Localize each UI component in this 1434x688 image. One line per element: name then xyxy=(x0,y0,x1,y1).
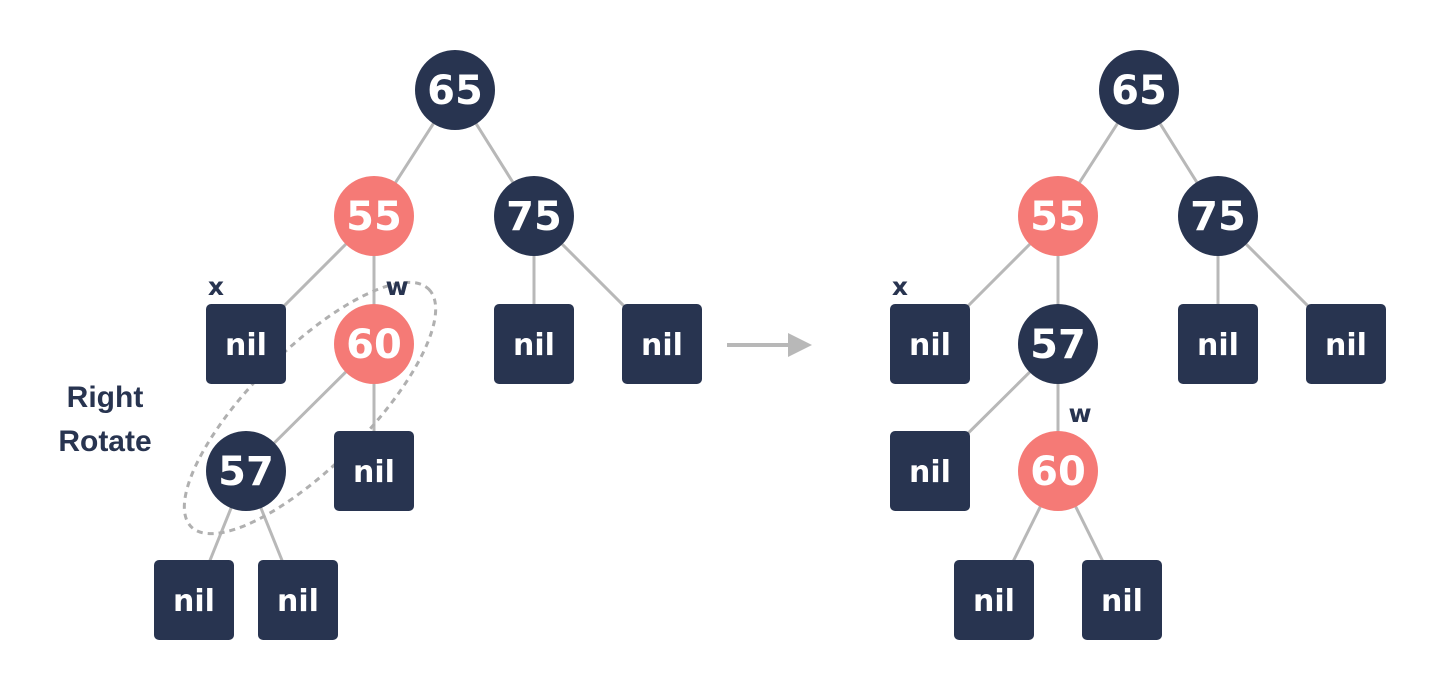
nil-leaf xyxy=(494,304,574,384)
nil-leaf xyxy=(890,304,970,384)
marker-x: x xyxy=(208,272,224,301)
nil-leaf xyxy=(1178,304,1258,384)
nil-leaf xyxy=(334,431,414,511)
nil-leaf xyxy=(1082,560,1162,640)
operation-label-line1: Right xyxy=(67,381,144,414)
tree-node-root xyxy=(415,50,495,130)
nil-label: nil xyxy=(513,328,555,363)
nil-leaf xyxy=(154,560,234,640)
tree-node-w xyxy=(334,304,414,384)
right-tree: 65 55 75 57 60 nil nil nil nil nil nil x… xyxy=(890,50,1386,640)
nil-leaf xyxy=(890,431,970,511)
nil-label: nil xyxy=(353,455,395,490)
node-label: 57 xyxy=(218,449,274,495)
nil-label: nil xyxy=(973,584,1015,619)
nil-leaf xyxy=(622,304,702,384)
tree-node-rotated xyxy=(206,431,286,511)
nil-label: nil xyxy=(1197,328,1239,363)
tree-node-left xyxy=(334,176,414,256)
tree-node-w xyxy=(1018,431,1098,511)
nil-label: nil xyxy=(909,455,951,490)
nil-label: nil xyxy=(1325,328,1367,363)
tree-node-right xyxy=(494,176,574,256)
node-label: 75 xyxy=(506,194,562,240)
node-label: 60 xyxy=(346,322,402,368)
marker-x: x xyxy=(892,272,908,301)
nil-label: nil xyxy=(641,328,683,363)
marker-w: w xyxy=(1068,399,1091,428)
operation-label-line2: Rotate xyxy=(58,425,151,458)
nil-label: nil xyxy=(1101,584,1143,619)
left-tree: 65 55 75 60 57 nil nil nil nil nil nil x… xyxy=(58,50,702,640)
nil-leaf xyxy=(206,304,286,384)
transition-arrow-icon xyxy=(727,333,812,357)
tree-node-root xyxy=(1099,50,1179,130)
nil-label: nil xyxy=(225,328,267,363)
nil-label: nil xyxy=(909,328,951,363)
node-label: 75 xyxy=(1190,194,1246,240)
node-label: 65 xyxy=(1111,68,1167,114)
nil-leaf xyxy=(1306,304,1386,384)
node-label: 55 xyxy=(346,194,402,240)
tree-node-left xyxy=(1018,176,1098,256)
nil-leaf xyxy=(954,560,1034,640)
node-label: 60 xyxy=(1030,449,1086,495)
tree-node-mid xyxy=(1018,304,1098,384)
nil-label: nil xyxy=(277,584,319,619)
tree-node-right xyxy=(1178,176,1258,256)
node-label: 57 xyxy=(1030,322,1086,368)
marker-w: w xyxy=(385,272,408,301)
node-label: 65 xyxy=(427,68,483,114)
nil-leaf xyxy=(258,560,338,640)
node-label: 55 xyxy=(1030,194,1086,240)
nil-label: nil xyxy=(173,584,215,619)
